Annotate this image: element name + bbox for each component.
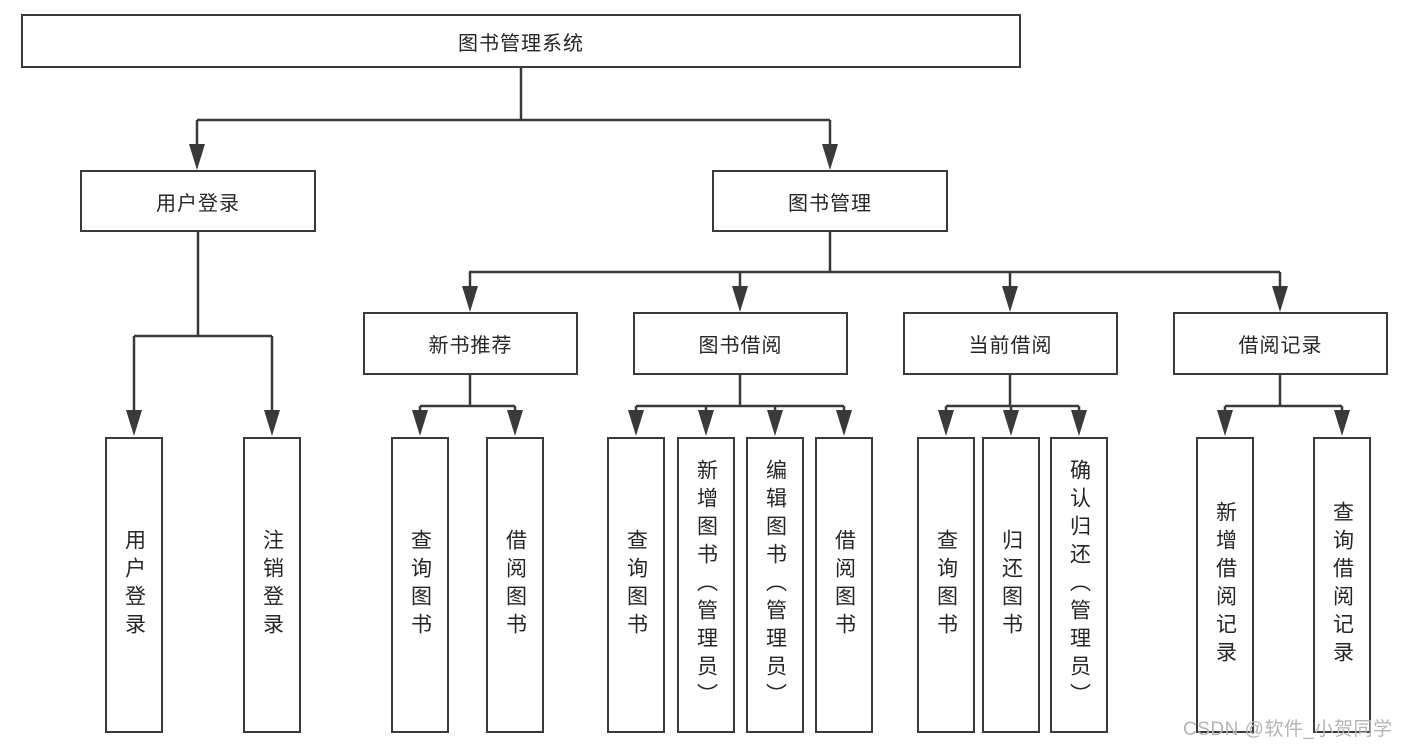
node-query-borrow-record-label: 查询借阅记录 bbox=[1330, 501, 1354, 669]
node-borrow-books-borrowing-label: 借阅图书 bbox=[832, 529, 856, 641]
arrowheads bbox=[126, 144, 1350, 436]
node-add-books-admin: 新增图书（管理员） bbox=[677, 437, 735, 733]
node-library-system-label: 图书管理系统 bbox=[458, 32, 584, 55]
node-query-books-borrowing: 查询图书 bbox=[607, 437, 665, 733]
node-query-borrow-record: 查询借阅记录 bbox=[1313, 437, 1371, 733]
node-confirm-return-admin: 确认归还（管理员） bbox=[1050, 437, 1108, 733]
node-query-books-borrowing-label: 查询图书 bbox=[624, 529, 648, 641]
node-edit-books-admin: 编辑图书（管理员） bbox=[746, 437, 804, 733]
node-borrow-books-recommend-label: 借阅图书 bbox=[503, 529, 527, 641]
node-new-book-recommend: 新书推荐 bbox=[363, 312, 578, 375]
node-return-books: 归还图书 bbox=[982, 437, 1040, 733]
node-confirm-return-admin-label: 确认归还（管理员） bbox=[1067, 459, 1091, 711]
node-leaf-logout-label: 注销登录 bbox=[260, 529, 284, 641]
node-current-borrowing-label: 当前借阅 bbox=[968, 335, 1053, 357]
node-leaf-user-login-label: 用户登录 bbox=[122, 529, 146, 641]
node-borrowing-records: 借阅记录 bbox=[1173, 312, 1388, 375]
node-current-borrowing: 当前借阅 bbox=[903, 312, 1118, 375]
node-query-books-recommend: 查询图书 bbox=[391, 437, 449, 733]
node-book-borrowing: 图书借阅 bbox=[633, 312, 848, 375]
node-query-books-recommend-label: 查询图书 bbox=[408, 529, 432, 641]
node-borrowing-records-label: 借阅记录 bbox=[1238, 335, 1323, 357]
node-leaf-user-login: 用户登录 bbox=[105, 437, 163, 733]
node-query-books-current: 查询图书 bbox=[917, 437, 975, 733]
node-add-borrow-record-label: 新增借阅记录 bbox=[1213, 501, 1237, 669]
node-book-management-label: 图书管理 bbox=[788, 192, 872, 215]
node-add-borrow-record: 新增借阅记录 bbox=[1196, 437, 1254, 733]
node-return-books-label: 归还图书 bbox=[999, 529, 1023, 641]
node-user-login: 用户登录 bbox=[80, 170, 316, 232]
node-library-system: 图书管理系统 bbox=[21, 14, 1021, 68]
node-borrow-books-borrowing: 借阅图书 bbox=[815, 437, 873, 733]
node-edit-books-admin-label: 编辑图书（管理员） bbox=[763, 459, 787, 711]
node-user-login-label: 用户登录 bbox=[156, 192, 240, 215]
node-book-management: 图书管理 bbox=[712, 170, 948, 232]
node-new-book-recommend-label: 新书推荐 bbox=[428, 335, 513, 357]
node-book-borrowing-label: 图书借阅 bbox=[698, 335, 783, 357]
node-borrow-books-recommend: 借阅图书 bbox=[486, 437, 544, 733]
csdn-watermark: CSDN @软件_小贺同学 bbox=[1183, 719, 1393, 740]
node-query-books-current-label: 查询图书 bbox=[934, 529, 958, 641]
node-add-books-admin-label: 新增图书（管理员） bbox=[694, 459, 718, 711]
node-leaf-logout: 注销登录 bbox=[243, 437, 301, 733]
